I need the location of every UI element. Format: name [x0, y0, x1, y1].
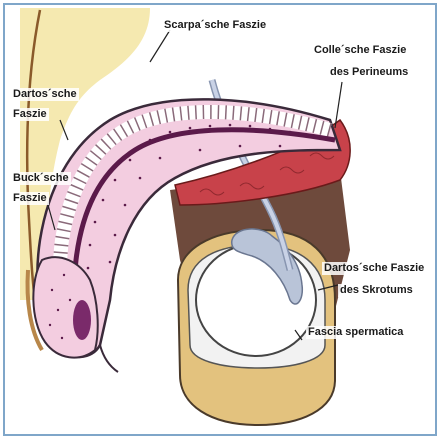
label-buck-line1: Buck´sche: [11, 172, 71, 185]
urethral-meatus: [73, 300, 91, 340]
label-spermatic: Fascia spermatica: [306, 326, 405, 339]
label-dartos-scrotum-line1: Dartos´sche Faszie: [322, 262, 426, 275]
label-buck-line2: Faszie: [11, 192, 49, 205]
label-dartos-penis-line1: Dartos´sche: [11, 88, 79, 101]
label-scarpa: Scarpa´sche Faszie: [162, 19, 268, 32]
label-dartos-scrotum-line2: des Skrotums: [338, 284, 415, 297]
label-colles-line1: Colle´sche Faszie: [312, 44, 408, 57]
label-dartos-penis-line2: Faszie: [11, 108, 49, 121]
label-colles-line2: des Perineums: [328, 66, 410, 79]
